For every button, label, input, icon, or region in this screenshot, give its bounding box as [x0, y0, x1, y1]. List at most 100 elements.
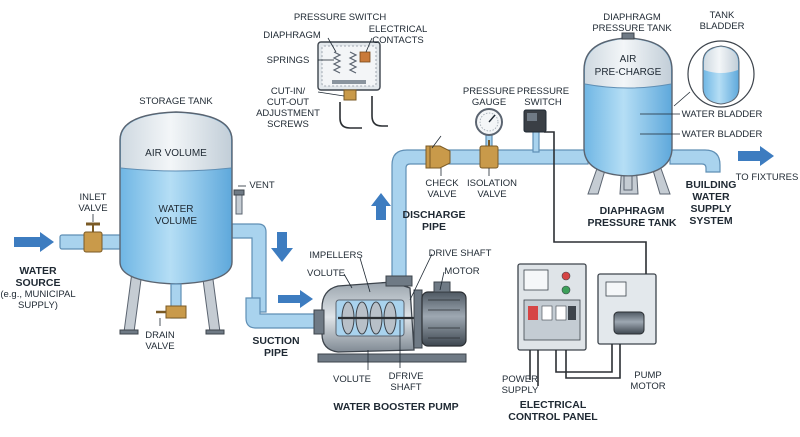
suction-pipe — [245, 297, 333, 329]
ld-cutin — [317, 91, 345, 97]
switch-wire-2 — [371, 96, 388, 127]
arrow-fixtures — [738, 146, 774, 166]
control-panel-label-2: CONTROL PANEL — [508, 411, 598, 423]
dtank-bottom-port — [623, 175, 633, 191]
impellers-label: IMPELLERS — [309, 250, 362, 261]
labels: PRESSURE SWITCH DIAPHRAGM ELECTRICAL CON… — [0, 10, 798, 423]
suction-pipe-label-1: SUCTION — [252, 335, 299, 347]
dtank-top-label-2: PRESSURE TANK — [592, 23, 672, 34]
switch-port — [343, 89, 357, 101]
inlet-valve-label-1: INLET — [80, 192, 107, 203]
switch-riser — [532, 129, 540, 153]
panel-display — [523, 269, 549, 291]
water-bladder-label-2: WATER BLADDER — [682, 129, 763, 140]
pump-motor-display — [605, 281, 627, 297]
pump-motor-icon — [613, 311, 645, 335]
storage-tank: AIR VOLUME WATER VOLUME — [119, 111, 245, 335]
inlet-valve — [83, 222, 103, 253]
power-supply-label-2: SUPPLY — [502, 385, 539, 396]
cut-in-label-1: CUT-IN/ — [271, 86, 306, 97]
inlet-valve-body — [83, 231, 103, 253]
contactor-2 — [541, 305, 553, 321]
discharge-pipe-label-1: DISCHARGE — [402, 209, 465, 221]
ld-drive-shaft — [409, 253, 433, 301]
ld-volute-top — [343, 273, 353, 289]
ld-motor — [439, 271, 445, 291]
dtank-top-label-1: DIAPHRAGM — [603, 12, 661, 23]
air-precharge-label-2: PRE-CHARGE — [595, 67, 662, 78]
leader-lines — [92, 37, 680, 370]
dfrive-label-2: SHAFT — [390, 382, 421, 393]
ld-contacts — [365, 37, 373, 53]
switch-diaphragm — [332, 80, 366, 84]
water-surface — [120, 167, 232, 172]
arrow-inflow — [14, 232, 54, 252]
power-supply-label-1: POWER — [502, 374, 538, 385]
diaphragm-tank: AIR PRE-CHARGE — [583, 32, 673, 195]
pressure-switch-small-label-2: SWITCH — [524, 97, 562, 108]
drain-valve-label-2: VALVE — [145, 341, 174, 352]
booster-pump-label: WATER BOOSTER PUMP — [333, 401, 458, 413]
electrical-contacts — [359, 51, 371, 63]
water-volume-label-2: VOLUME — [155, 216, 198, 227]
arrow-up — [371, 193, 391, 220]
water-bladder-label-1: WATER BLADDER — [682, 109, 763, 120]
motor-flange — [413, 289, 423, 349]
tank-bladder-inset — [673, 40, 755, 108]
discharge-main-pipe — [439, 149, 589, 165]
arrow-down — [271, 232, 293, 262]
ld-diaphragm — [327, 37, 337, 53]
dtank-bottom-label-2: PRESSURE TANK — [587, 217, 676, 229]
vent-cap — [233, 189, 245, 196]
water-source-note-2: SUPPLY) — [18, 300, 58, 311]
pump-inlet-flange — [313, 309, 325, 335]
water-volume-label-1: WATER — [159, 204, 194, 215]
discharge-valves — [425, 108, 547, 169]
flow-arrows — [14, 146, 774, 308]
pump-outlet-flange — [385, 275, 413, 287]
gauge-ticks — [479, 112, 499, 132]
air-volume-label: AIR VOLUME — [145, 148, 207, 159]
check-valve-label-1: CHECK — [425, 178, 459, 189]
drain-valve-body — [165, 305, 187, 319]
motor-label: MOTOR — [444, 266, 479, 277]
air-precharge-label-1: AIR — [620, 54, 637, 65]
pressure-gauge-label-2: GAUGE — [472, 97, 506, 108]
water-source-label-1: WATER — [19, 265, 57, 277]
diaphragm-label: DIAPHRAGM — [263, 30, 321, 41]
pump-motor-label-2: MOTOR — [630, 381, 665, 392]
dtank-valve-cap — [621, 32, 635, 40]
control-panel-label-1: ELECTRICAL — [520, 399, 587, 411]
inset-leader — [673, 91, 691, 107]
electrical-contacts-label-1: ELECTRICAL — [369, 24, 428, 35]
switch-wire-1 — [339, 102, 362, 129]
wire-motor-2 — [565, 344, 621, 379]
inlet-valve-label-2: VALVE — [78, 203, 107, 214]
wire-switch-to-panel — [544, 131, 647, 274]
building-supply-label-2: WATER — [692, 191, 730, 203]
check-valve-label-2: VALVE — [427, 189, 456, 200]
cut-in-label-2: CUT-OUT — [267, 97, 309, 108]
foot-left — [119, 329, 139, 335]
volute-top-label: VOLUTE — [307, 268, 345, 279]
building-supply-label-4: SYSTEM — [689, 215, 732, 227]
pressure-switch-detail — [317, 41, 388, 129]
ld-check-pressure — [431, 135, 442, 149]
isolation-valve-label-2: VALVE — [477, 189, 506, 200]
cut-in-label-3: ADJUSTMENT — [256, 108, 320, 119]
tank-outlet-pipe — [231, 223, 267, 313]
pressure-switch-small-label-1: PRESSURE — [517, 86, 569, 97]
vent-pipe — [235, 193, 243, 215]
ld-impellers — [359, 257, 371, 293]
volute-bottom-label: VOLUTE — [333, 374, 371, 385]
isolation-valve-label-1: ISOLATION — [467, 178, 517, 189]
fixtures-pipe — [669, 149, 721, 173]
inset-air — [704, 47, 738, 73]
dtank-bottom-label-1: DIAPHRAGM — [600, 205, 665, 217]
building-supply-label-1: BUILDING — [686, 179, 737, 191]
control-panel — [517, 131, 657, 386]
tank-leg-left — [123, 271, 143, 333]
pressure-switch-title: PRESSURE SWITCH — [294, 12, 387, 23]
panel-light-red — [561, 271, 571, 281]
